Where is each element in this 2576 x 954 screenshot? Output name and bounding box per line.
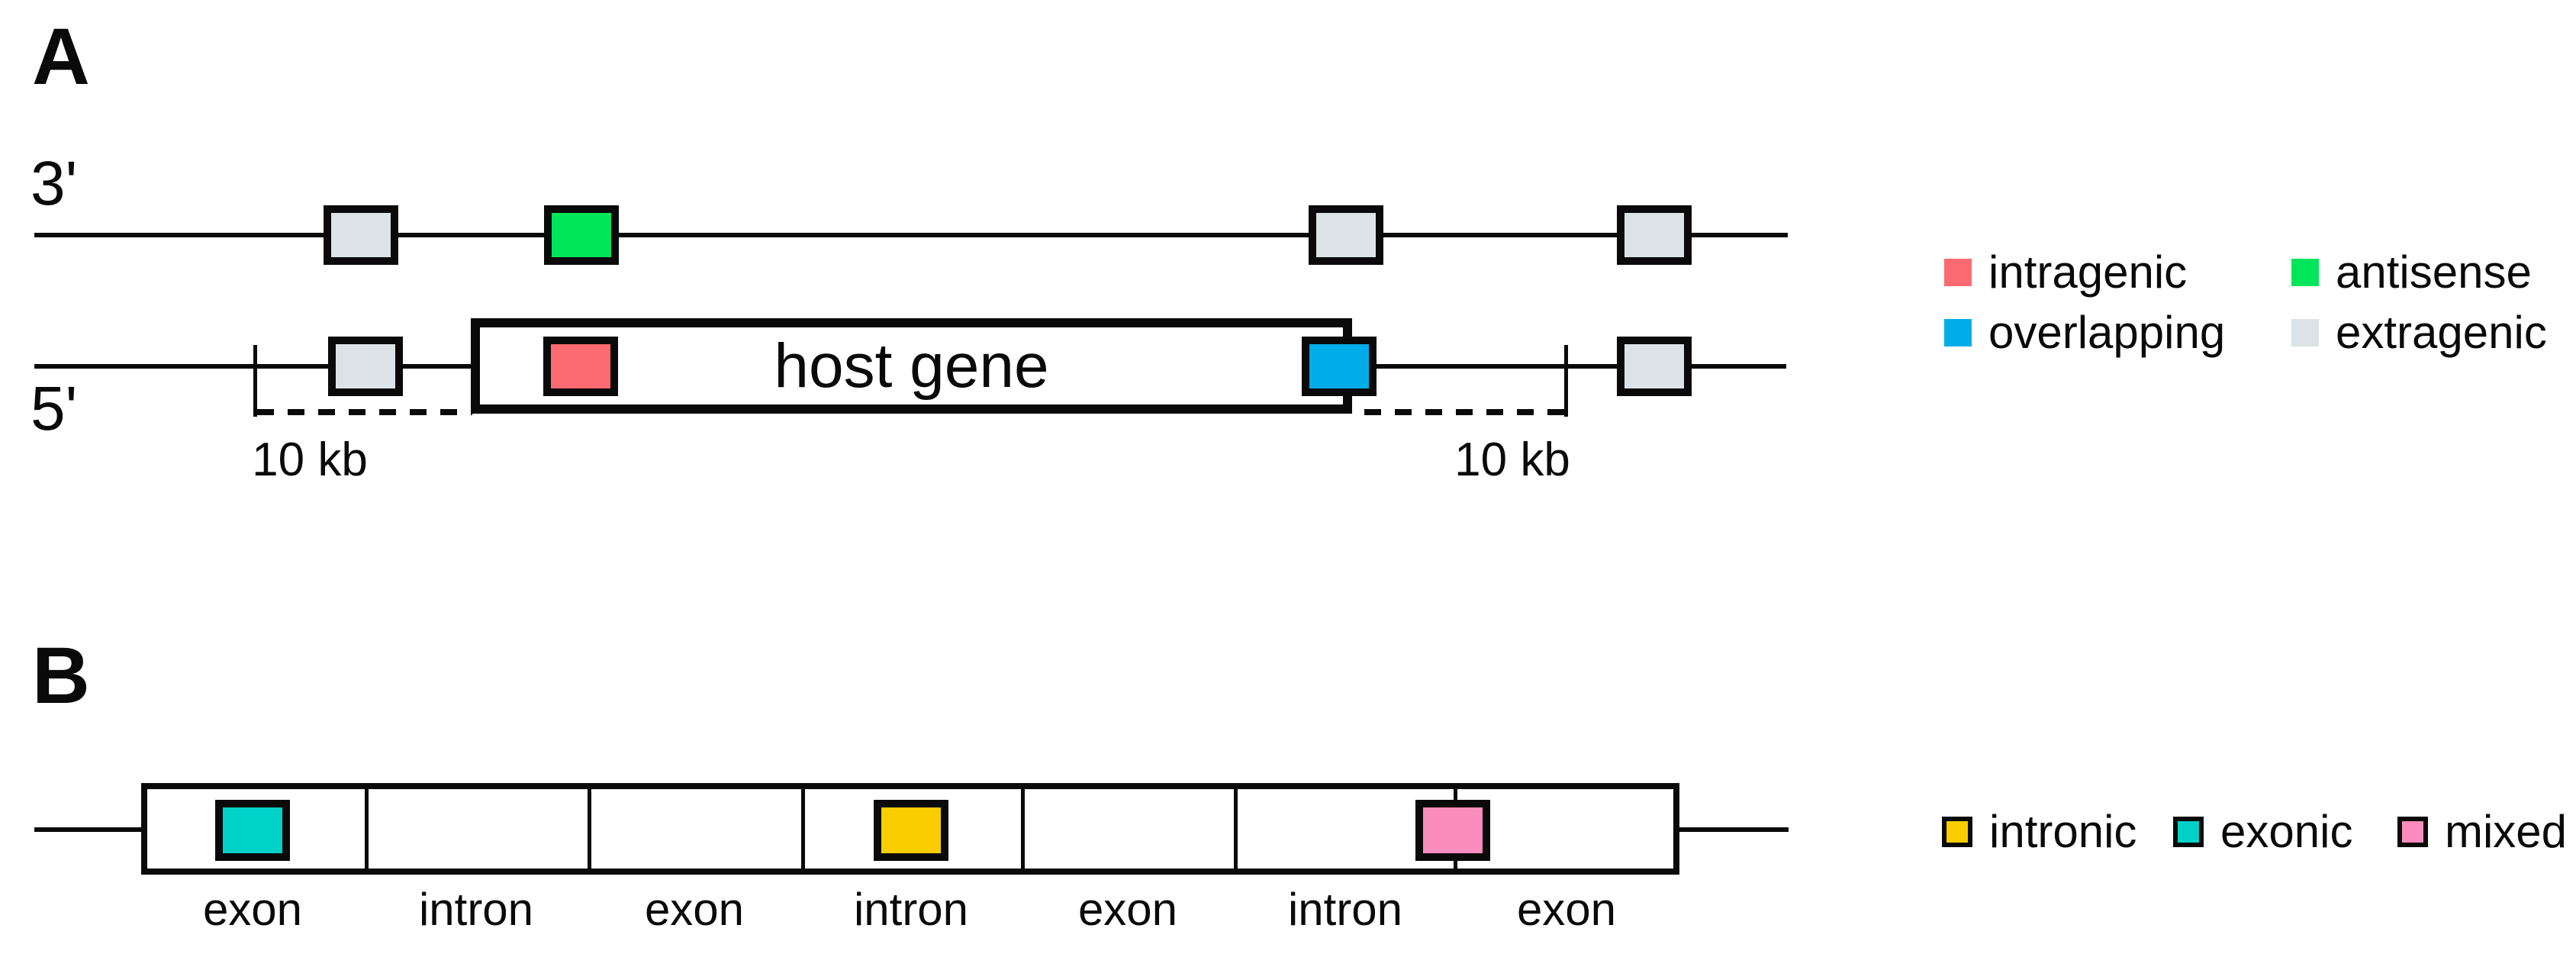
scale-tick-right [1564,345,1568,417]
segment-divider [588,783,591,875]
segment-divider [1234,783,1238,875]
legend-item-extragenic: extragenic [2291,310,2547,356]
legend-item-mixed: mixed [2397,809,2567,855]
antisense-swatch [2291,259,2319,286]
scale-label-left: 10 kb [252,433,368,486]
extragenic-box [1309,205,1383,265]
extragenic-box [324,205,398,265]
legend-item-overlapping: overlapping [1944,310,2225,356]
extragenic-swatch [2291,319,2319,346]
mixed-box [1415,800,1490,861]
overlapping-swatch [1944,319,1972,346]
legend-label: antisense [2336,247,2532,298]
legend-item-intragenic: intragenic [1944,250,2187,295]
strand-5prime-label: 5' [31,374,78,443]
legend-label: mixed [2445,806,2568,857]
legend-item-intronic: intronic [1942,809,2136,855]
legend-item-antisense: antisense [2291,250,2532,295]
extragenic-box [328,337,403,396]
exonic-box [215,800,290,861]
panel-b-label: B [32,631,90,720]
segment-label: exon [1077,884,1178,935]
strand-3prime-label: 3' [31,149,78,218]
scale-dashed-line-right [1364,409,1564,415]
segment-label: exon [1516,884,1617,935]
legend-item-exonic: exonic [2173,809,2352,855]
legend-label: extragenic [2336,307,2547,358]
intronic-box [874,800,948,861]
antisense-box [544,205,619,265]
segment-divider [801,783,805,875]
legend-label: intronic [1989,806,2137,857]
intragenic-box [543,337,618,396]
genomic-line-3prime [34,233,1788,237]
segment-label: exon [644,884,745,935]
extragenic-box [1617,205,1692,265]
exonic-swatch [2173,817,2204,847]
segment-label: intron [1287,884,1403,935]
scale-label-right: 10 kb [1454,433,1570,486]
segment-divider [1021,783,1025,875]
segment-divider [365,783,369,875]
segment-label: intron [418,884,534,935]
segment-label: exon [202,884,303,935]
scale-dashed-line-left [257,409,472,415]
segment-label: intron [853,884,969,935]
scale-tick-left [253,345,257,417]
panel-a-label: A [32,12,90,102]
extragenic-box [1617,337,1692,396]
overlapping-box [1302,337,1377,396]
intronic-swatch [1942,817,1972,847]
legend-label: overlapping [1988,307,2226,358]
intragenic-swatch [1944,259,1972,286]
mixed-swatch [2397,817,2428,847]
host-gene-label: host gene [774,330,1049,401]
legend-label: exonic [2220,806,2353,857]
legend-label: intragenic [1988,247,2188,298]
